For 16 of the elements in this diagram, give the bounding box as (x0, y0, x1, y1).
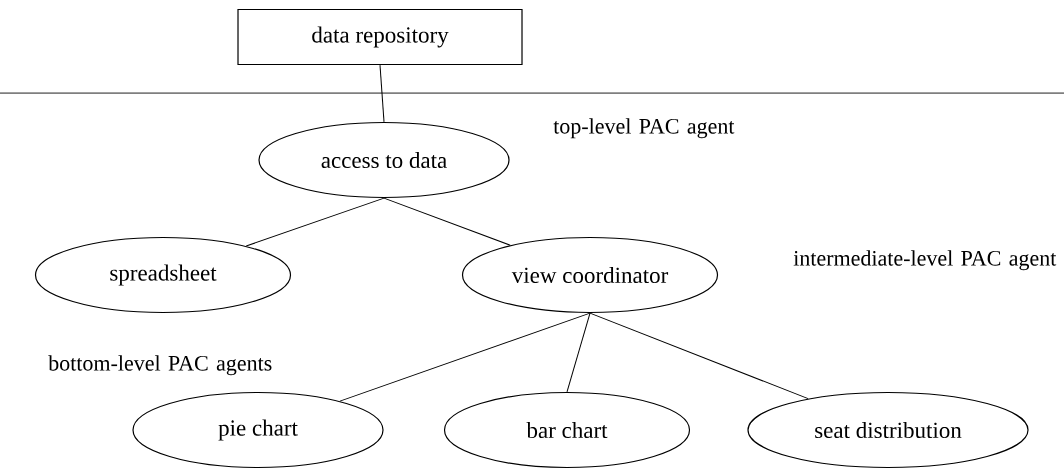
connector-line (379, 64, 385, 123)
ellipse-node: pie chart (132, 391, 384, 469)
connector-line (566, 312, 591, 393)
connector-line (339, 312, 591, 402)
ellipse-node: access to data (258, 121, 510, 199)
connector-line (383, 197, 511, 246)
ellipse-node: seat distribution (747, 391, 1029, 469)
connector-line (245, 197, 385, 247)
ellipse-node: view coordinator (461, 236, 719, 314)
connector-line (589, 312, 809, 400)
ellipse-node: bar chart (443, 391, 691, 469)
level-note: intermediate-level PAC agent (793, 250, 1057, 271)
level-note: top-level PAC agent (553, 118, 735, 139)
box: data repository (237, 8, 523, 66)
ellipse-node: spreadsheet (34, 236, 292, 314)
level-note: bottom-level PAC agents (48, 355, 272, 376)
